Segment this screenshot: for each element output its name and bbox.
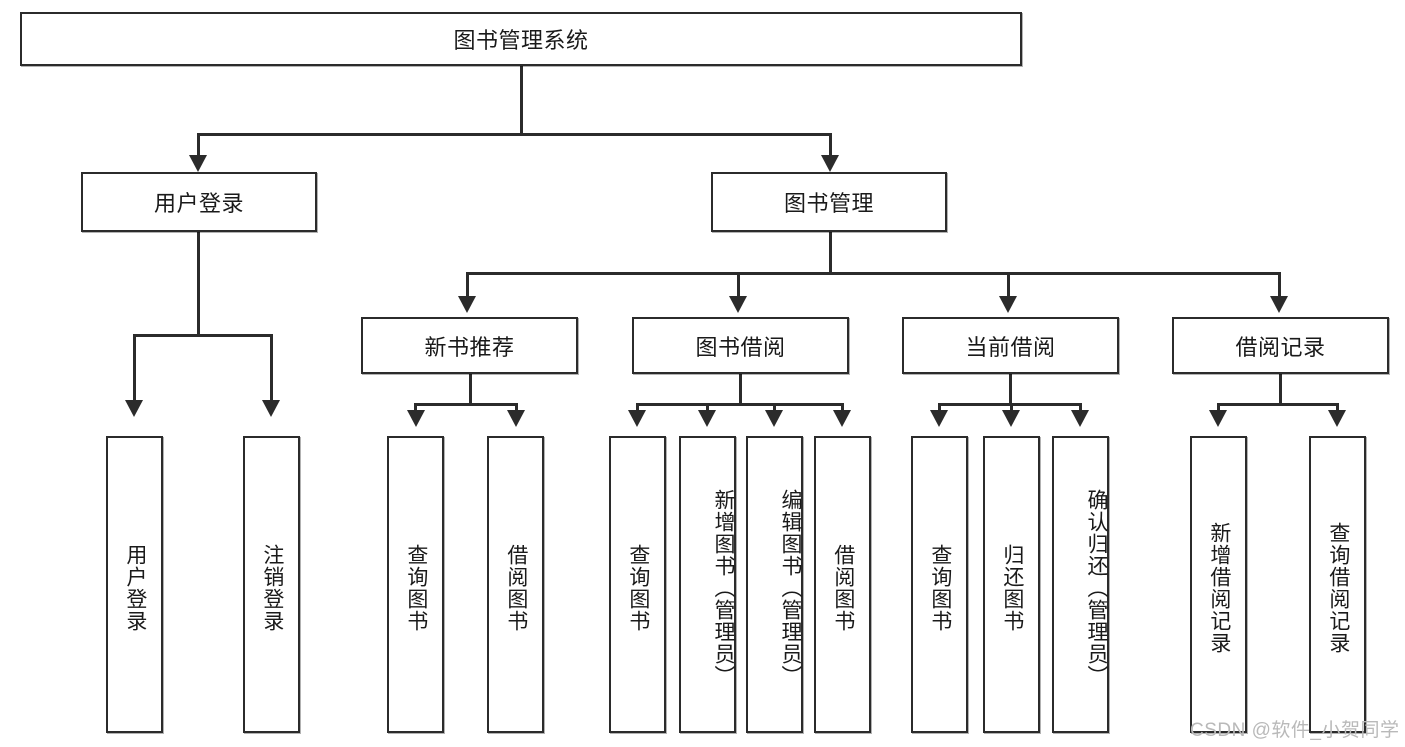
node-leaf-borrow-book-2[interactable]: 借阅图书 xyxy=(814,436,871,733)
node-new-book-recommend[interactable]: 新书推荐 xyxy=(361,317,578,374)
node-book-manage-label: 图书管理 xyxy=(783,191,874,216)
arrow-to-borrow-record xyxy=(1270,296,1288,313)
node-new-book-recommend-label: 新书推荐 xyxy=(424,334,515,360)
node-leaf-query-book-1[interactable]: 查询图书 xyxy=(387,436,444,733)
node-current-borrow-label: 当前借阅 xyxy=(965,334,1056,360)
edge-nbr-l2 xyxy=(515,403,518,413)
node-leaf-edit-book-admin-label: 编辑图书（管理员） xyxy=(779,488,802,687)
node-leaf-query-book-2-label: 查询图书 xyxy=(626,543,650,632)
node-leaf-confirm-return-label: 确认归还（管理员） xyxy=(1085,488,1108,687)
arrow-to-leaf-borrow-book-2 xyxy=(833,410,851,427)
arrow-to-leaf-add-record xyxy=(1209,410,1227,427)
edge-bb-bar xyxy=(637,403,844,406)
node-leaf-return-book-label: 归还图书 xyxy=(1000,543,1024,632)
arrow-to-leaf-return-book xyxy=(1002,410,1020,427)
arrow-to-leaf-user-login xyxy=(125,400,143,417)
node-leaf-query-book-2[interactable]: 查询图书 xyxy=(609,436,666,733)
edge-bb-l1 xyxy=(636,403,639,413)
node-leaf-add-record-label: 新增借阅记录 xyxy=(1207,521,1231,654)
arrow-to-leaf-confirm-return xyxy=(1071,410,1089,427)
edge-br-trunk xyxy=(1279,374,1282,405)
edge-cb-trunk xyxy=(1009,374,1012,405)
node-leaf-user-login-label: 用户登录 xyxy=(123,543,147,632)
node-leaf-query-book-1-label: 查询图书 xyxy=(404,543,428,632)
arrow-to-book-manage xyxy=(821,155,839,172)
edge-br-l1 xyxy=(1217,403,1220,413)
arrow-to-leaf-add-book-admin xyxy=(698,410,716,427)
edge-br-bar xyxy=(1219,403,1339,406)
csdn-watermark: CSDN @软件_小贺同学 xyxy=(1190,720,1400,741)
node-leaf-borrow-book-2-label: 借阅图书 xyxy=(831,543,855,632)
edge-book-manage-trunk xyxy=(829,232,832,274)
edge-book-manage-bar xyxy=(467,272,1281,275)
node-leaf-user-logout[interactable]: 注销登录 xyxy=(243,436,300,733)
edge-user-login-trunk xyxy=(197,232,200,337)
edge-bb-l2 xyxy=(706,403,709,413)
node-leaf-borrow-book-1-label: 借阅图书 xyxy=(504,543,528,632)
node-leaf-borrow-book-1[interactable]: 借阅图书 xyxy=(487,436,544,733)
node-leaf-user-logout-label: 注销登录 xyxy=(260,543,284,632)
edge-bm-to-current-borrow xyxy=(1007,272,1010,298)
edge-bb-l4 xyxy=(841,403,844,413)
node-leaf-add-record[interactable]: 新增借阅记录 xyxy=(1190,436,1247,733)
arrow-to-leaf-query-book-2 xyxy=(628,410,646,427)
edge-root-to-user-login xyxy=(197,133,200,158)
arrow-to-user-login xyxy=(189,155,207,172)
node-borrow-record[interactable]: 借阅记录 xyxy=(1172,317,1389,374)
edge-root-bar xyxy=(198,133,832,136)
node-borrow-record-label: 借阅记录 xyxy=(1235,334,1326,360)
node-leaf-query-book-3[interactable]: 查询图书 xyxy=(911,436,968,733)
node-book-manage[interactable]: 图书管理 xyxy=(711,172,947,232)
edge-root-to-book-manage xyxy=(829,133,832,158)
edge-root-trunk xyxy=(520,66,523,135)
node-leaf-query-record-label: 查询借阅记录 xyxy=(1326,521,1350,654)
node-leaf-edit-book-admin[interactable]: 编辑图书（管理员） xyxy=(746,436,803,733)
edge-br-l2 xyxy=(1336,403,1339,413)
node-leaf-user-login[interactable]: 用户登录 xyxy=(106,436,163,733)
edge-user-login-l2 xyxy=(270,334,273,402)
node-book-borrow-label: 图书借阅 xyxy=(695,334,786,360)
node-user-login-label: 用户登录 xyxy=(153,191,244,216)
edge-user-login-l1 xyxy=(133,334,136,402)
edge-bm-to-book-borrow xyxy=(737,272,740,298)
edge-bb-trunk xyxy=(739,374,742,405)
node-current-borrow[interactable]: 当前借阅 xyxy=(902,317,1119,374)
arrow-to-book-borrow xyxy=(729,296,747,313)
edge-nbr-l1 xyxy=(414,403,417,413)
node-root-label: 图书管理系统 xyxy=(453,28,589,53)
edge-bm-to-borrow-record xyxy=(1278,272,1281,298)
arrow-to-leaf-edit-book-admin xyxy=(765,410,783,427)
edge-cb-l3 xyxy=(1079,403,1082,413)
arrow-to-leaf-query-record xyxy=(1328,410,1346,427)
arrow-to-leaf-user-logout xyxy=(262,400,280,417)
edge-nbr-trunk xyxy=(469,374,472,405)
node-leaf-query-record[interactable]: 查询借阅记录 xyxy=(1309,436,1366,733)
node-book-borrow[interactable]: 图书借阅 xyxy=(632,317,849,374)
edge-user-login-bar xyxy=(134,334,272,337)
node-user-login[interactable]: 用户登录 xyxy=(81,172,317,232)
arrow-to-leaf-query-book-3 xyxy=(930,410,948,427)
arrow-to-new-book-recommend xyxy=(458,296,476,313)
edge-cb-l1 xyxy=(938,403,941,413)
node-leaf-return-book[interactable]: 归还图书 xyxy=(983,436,1040,733)
node-leaf-query-book-3-label: 查询图书 xyxy=(928,543,952,632)
node-leaf-confirm-return[interactable]: 确认归还（管理员） xyxy=(1052,436,1109,733)
arrow-to-leaf-borrow-book-1 xyxy=(507,410,525,427)
edge-cb-l2 xyxy=(1010,403,1013,413)
edge-nbr-bar xyxy=(416,403,517,406)
arrow-to-leaf-query-book-1 xyxy=(407,410,425,427)
arrow-to-current-borrow xyxy=(999,296,1017,313)
edge-bb-l3 xyxy=(773,403,776,413)
node-root[interactable]: 图书管理系统 xyxy=(20,12,1022,66)
node-leaf-add-book-admin[interactable]: 新增图书（管理员） xyxy=(679,436,736,733)
edge-bm-to-new-book xyxy=(466,272,469,298)
node-leaf-add-book-admin-label: 新增图书（管理员） xyxy=(712,488,735,687)
